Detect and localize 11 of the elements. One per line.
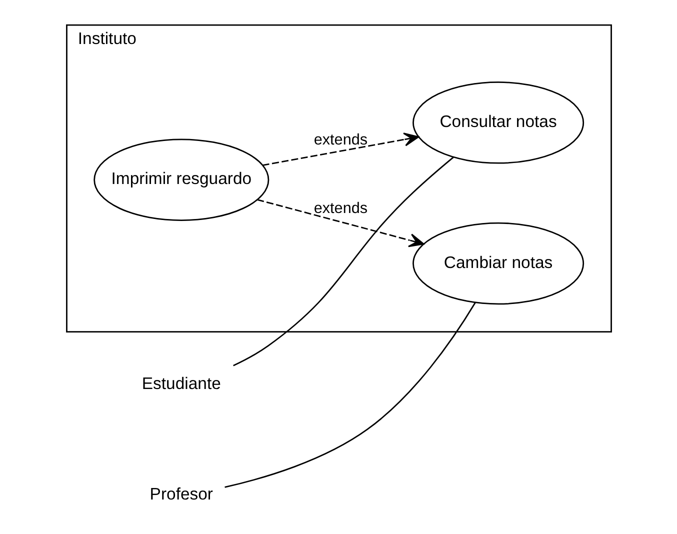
node-ellipse: Cambiar notas [412,222,584,305]
arrow [256,199,424,248]
node-ellipse: Imprimir resguardo [93,138,269,221]
node-ellipse: Consultar notas [412,82,584,164]
edge-label: extends [313,132,368,149]
arrow [262,132,419,166]
edge-label: extends [313,200,368,218]
node-text: Profesor [149,484,212,504]
node-text: Estudiante [141,374,220,394]
connector [224,302,476,488]
connector [232,156,454,366]
